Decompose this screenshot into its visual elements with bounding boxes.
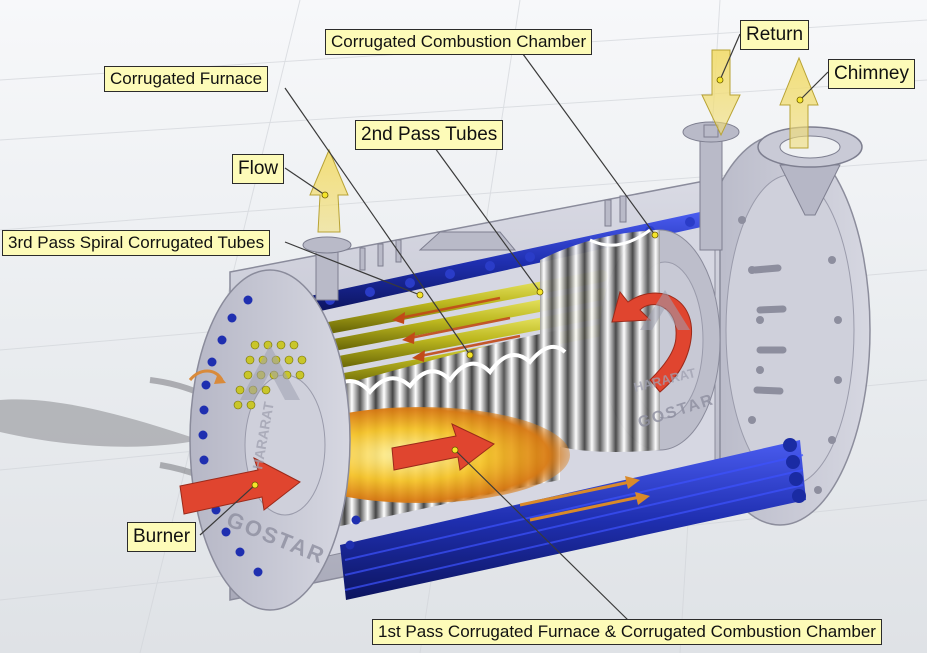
- burner-arrow: [179, 456, 301, 515]
- label-corrugated-combustion-chamber: Corrugated Combustion Chamber: [325, 29, 593, 55]
- label-third-pass-spiral-tubes: 3rd Pass Spiral Corrugated Tubes: [2, 230, 271, 256]
- label-burner: Burner: [127, 522, 197, 552]
- label-first-pass: 1st Pass Corrugated Furnace & Corrugated…: [372, 619, 882, 645]
- furnace-flow-arrow: [391, 423, 495, 471]
- top-nozzles: [302, 121, 740, 301]
- bottom-blue-tube-bank: [340, 438, 806, 600]
- rear-end-plate: [689, 134, 871, 526]
- chimney-flange: [757, 126, 863, 216]
- label-flow: Flow: [232, 154, 285, 184]
- label-chimney: Chimney: [828, 59, 915, 89]
- corrugated-combustion-chamber: [540, 228, 721, 452]
- label-corrugated-furnace: Corrugated Furnace: [104, 66, 269, 92]
- flow-arrow: [309, 148, 349, 233]
- label-return: Return: [740, 20, 810, 50]
- leader-lines: [199, 33, 829, 623]
- watermark-logo: [240, 290, 690, 400]
- label-second-pass-tubes: 2nd Pass Tubes: [355, 120, 504, 150]
